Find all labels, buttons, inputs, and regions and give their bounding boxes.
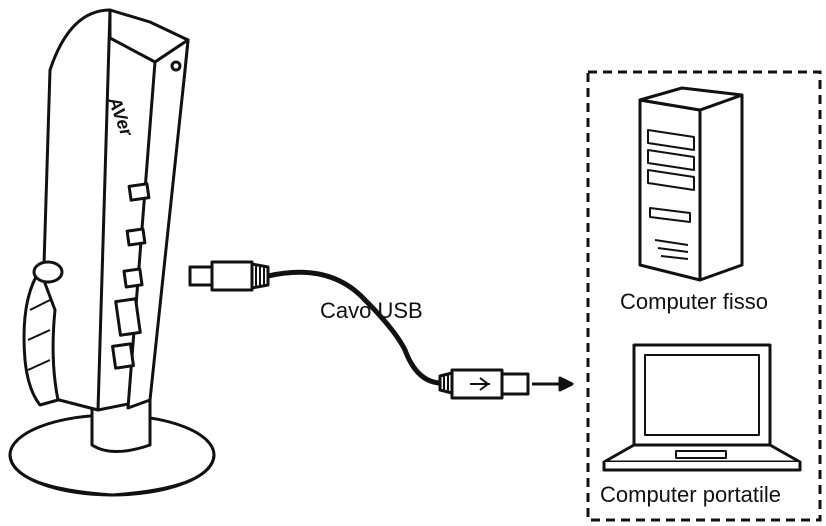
desktop-label: Computer fisso <box>620 289 768 314</box>
laptop-touchpad <box>675 450 727 459</box>
cable-label: Cavo USB <box>320 298 423 323</box>
desktop-tower-side <box>698 93 744 282</box>
usb-cable-cord <box>267 269 446 386</box>
camera-port-vga <box>114 297 142 337</box>
usb-plug-computer <box>500 372 530 396</box>
laptop-label: Computer portatile <box>600 482 781 507</box>
laptop-computer <box>602 343 802 472</box>
usb-plug-camera-body <box>210 260 254 292</box>
camera-button <box>170 60 182 72</box>
desktop-tower-top <box>638 86 744 112</box>
desktop-drive-slot <box>649 207 691 223</box>
usb-cable <box>188 260 574 400</box>
document-camera <box>8 8 216 497</box>
camera-port-1 <box>127 182 151 202</box>
usb-plug-camera <box>188 265 214 287</box>
camera-lamp-arm <box>22 268 60 407</box>
laptop-screen <box>644 354 760 436</box>
camera-lamp-head <box>32 260 64 284</box>
camera-port-3 <box>111 342 135 370</box>
computers-box <box>586 70 822 522</box>
camera-port-2 <box>125 227 147 247</box>
desktop-computer <box>638 86 744 282</box>
camera-port-usb <box>122 267 144 289</box>
